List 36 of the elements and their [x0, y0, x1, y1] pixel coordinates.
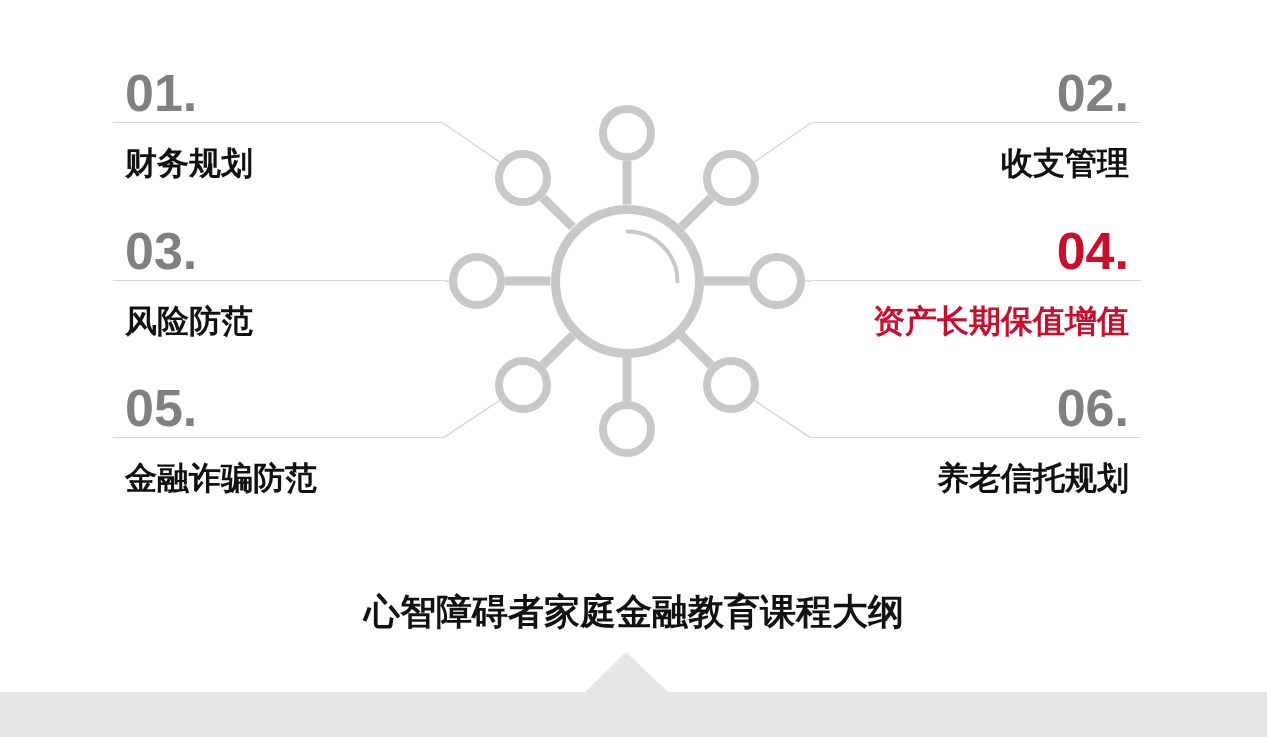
title: 心智障碍者家庭金融教育课程大纲 [362, 590, 905, 634]
ring-circle [599, 105, 655, 161]
leader-line [753, 122, 812, 163]
item-number: 01. [124, 65, 199, 121]
spoke [677, 331, 715, 369]
leader-line [442, 399, 501, 439]
leader-line [442, 280, 450, 282]
item-title: 养老信托规划 [936, 458, 1130, 498]
item-title: 风险防范 [124, 301, 254, 341]
leader-line [442, 122, 501, 163]
item-number: 02. [1055, 65, 1130, 121]
leader-line [753, 399, 812, 439]
ring-circle [749, 253, 805, 309]
leader-line [804, 280, 812, 282]
spoke [703, 276, 749, 286]
ring-circle [449, 253, 505, 309]
spoke [539, 194, 576, 231]
item-number: 03. [124, 223, 199, 279]
ring-circle [495, 150, 551, 206]
ring-circle [703, 357, 759, 413]
spoke [622, 161, 632, 205]
hub-circle [550, 204, 704, 358]
spoke [622, 357, 632, 401]
spoke [539, 331, 577, 369]
ring-circle [703, 150, 759, 206]
item-number: 06. [1055, 380, 1130, 436]
spoke [505, 276, 551, 286]
item-title: 金融诈骗防范 [123, 458, 318, 498]
item-title: 收支管理 [1000, 143, 1130, 183]
spoke [678, 194, 715, 231]
item-number: 04. [1055, 223, 1130, 279]
item-title: 资产长期保值增值 [872, 301, 1130, 341]
ring-circle [495, 357, 551, 413]
item-title: 财务规划 [124, 143, 254, 183]
item-number: 05. [124, 380, 199, 436]
ring-circle [599, 401, 655, 457]
